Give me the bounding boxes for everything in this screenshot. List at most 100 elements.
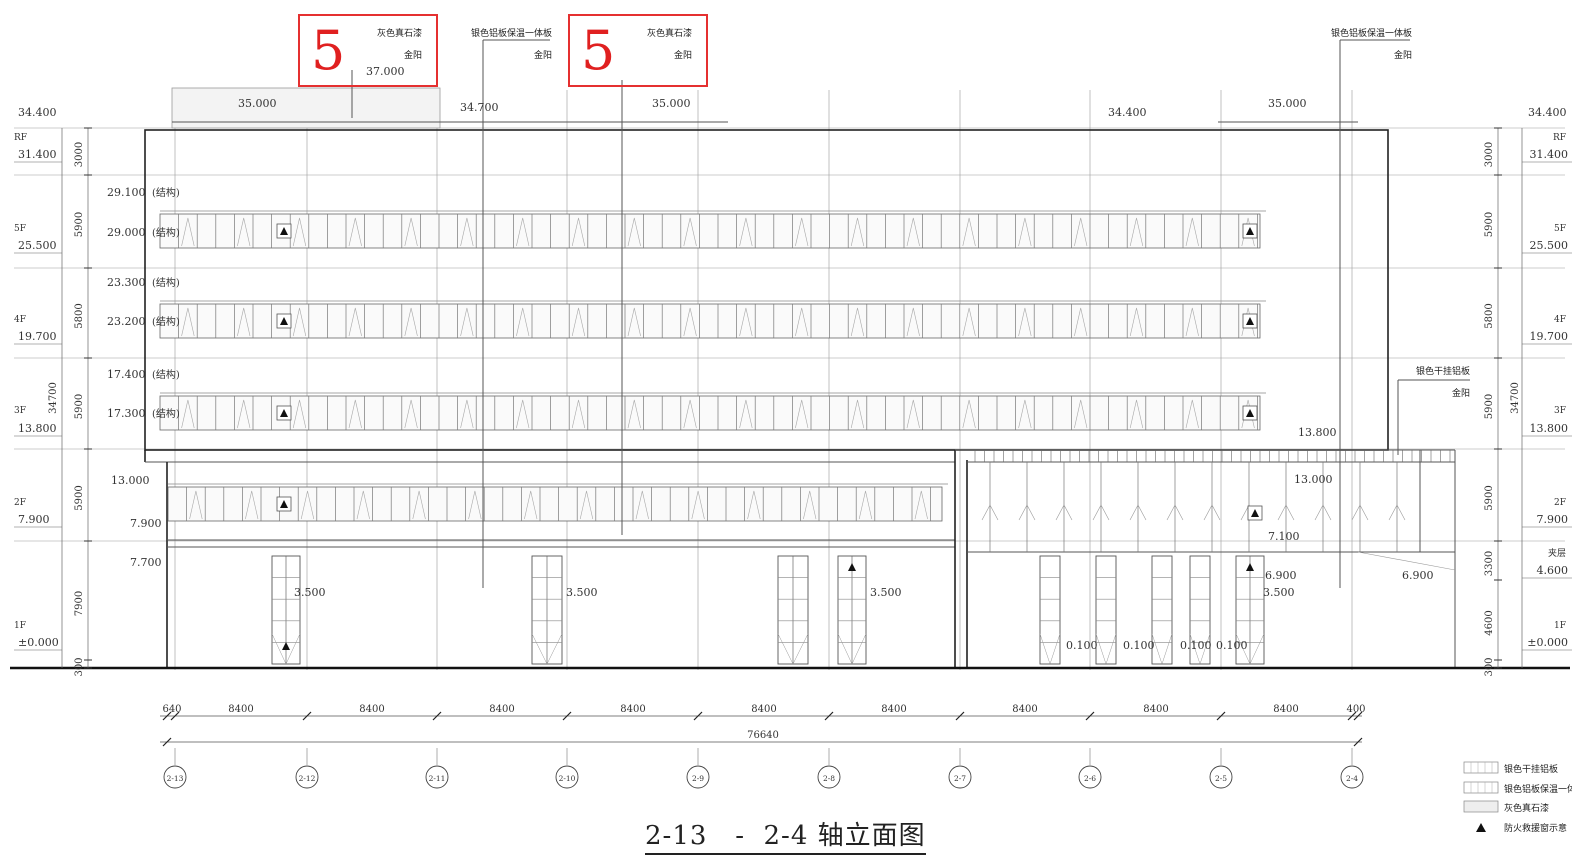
bottom-dim: 8400: [881, 704, 906, 715]
bottom-dim: 8400: [489, 704, 514, 715]
right-vertical-dim: 5900: [1484, 394, 1495, 419]
legend-label: 银色干挂铝板: [1504, 763, 1558, 775]
left-vertical-dim: 3000: [74, 142, 85, 167]
elev-7100: 7.100: [1268, 530, 1300, 543]
struct-tags: (结构) (结构) (结构) (结构) (结构) (结构): [152, 186, 180, 420]
axis-label: 2-7: [954, 774, 966, 783]
entrance-door: [837, 555, 867, 665]
elev-34400-mid: 34.400: [1108, 106, 1147, 119]
right-level-value: 31.400: [1530, 148, 1569, 161]
axis-bubble: [1209, 765, 1233, 789]
building-outline: [144, 129, 1456, 668]
fire-rescue-marker-icon: [1246, 409, 1254, 417]
right-floor-label: 3F: [1554, 406, 1566, 416]
axis-label: 2-6: [1084, 774, 1096, 783]
entrance-door: [1235, 555, 1265, 665]
left-level-value: 13.800: [18, 422, 57, 435]
entrance-door: [1189, 555, 1211, 665]
entrance-door: [531, 555, 563, 665]
entrance-door: [1151, 555, 1173, 665]
left-vertical-dim: 5900: [74, 394, 85, 419]
elev-35000-c: 35.000: [1268, 97, 1307, 110]
elev-13800-right: 13.800: [1298, 426, 1337, 439]
struct-tag-4: (结构): [152, 315, 180, 328]
axis-label: 2-5: [1215, 774, 1227, 783]
left-floor-label: 4F: [14, 315, 26, 325]
top-note-2-line1: 银色铝板保温一体板: [1330, 29, 1412, 39]
axis-bubble: [163, 765, 187, 789]
right-vertical-dim: 300: [1484, 657, 1495, 676]
left-floor-label: 3F: [14, 406, 26, 416]
struct-tag-1: (结构): [152, 186, 180, 199]
right-level-value: 19.700: [1530, 330, 1569, 343]
callout-number-1: 5: [311, 19, 346, 82]
fire-rescue-marker-icon: [1246, 227, 1254, 235]
elev-13000: 13.000: [111, 474, 150, 487]
entrance-door: [1039, 555, 1061, 665]
left-level-value: ±0.000: [18, 636, 59, 649]
callout-box-2: [568, 14, 708, 87]
fire-rescue-marker-icon: [1251, 509, 1259, 517]
bottom-dim: 8400: [228, 704, 253, 715]
top-note-3-line2: 金阳: [1451, 389, 1470, 399]
top-note-3-line1: 银色干挂铝板: [1415, 367, 1470, 377]
axis-label: 2-12: [299, 774, 316, 783]
drawing-title: 2-13 - 2-4 轴立面图: [645, 815, 926, 855]
elev-3500-a: 3.500: [294, 586, 326, 599]
axis-label: 2-13: [167, 774, 184, 783]
entrance-door: [271, 555, 301, 665]
axis-bubble: [686, 765, 710, 789]
elev-29100: 29.100: [107, 186, 146, 199]
bottom-dim: 8400: [1012, 704, 1037, 715]
fire-rescue-marker-icon: [280, 227, 288, 235]
axis-bubble: [1078, 765, 1102, 789]
elev-6900-a: 6.900: [1265, 569, 1297, 582]
bottom-dim: 8400: [1273, 704, 1298, 715]
left-vertical-dim: 5900: [74, 212, 85, 237]
callout-material-2: 灰色真石漆: [646, 29, 692, 39]
callout-number-2: 5: [581, 19, 616, 82]
elev-34400-right: 34.400: [1528, 106, 1567, 119]
callout-finish-2: 金阳: [673, 51, 692, 61]
fire-rescue-marker-icon: [280, 317, 288, 325]
elevation-labels: 34.400 35.000 37.000 34.700 35.000 34.40…: [18, 65, 1567, 652]
right-level-value: 7.900: [1537, 513, 1569, 526]
right-floor-label: 2F: [1554, 498, 1566, 508]
axis-label: 2-9: [692, 774, 704, 783]
leader-lines: [351, 39, 1470, 588]
right-floor-label: 4F: [1554, 315, 1566, 325]
right-vertical-dim: 4600: [1484, 610, 1495, 635]
elev-3500-c: 3.500: [870, 586, 902, 599]
right-vertical-dim: 5900: [1484, 485, 1495, 510]
left-vertical-dim: 300: [74, 657, 85, 676]
callout-box-1: [298, 14, 438, 87]
left-level-value: 7.900: [18, 513, 50, 526]
callout-finish-1: 金阳: [403, 51, 422, 61]
legend-label: 灰色真石漆: [1504, 802, 1549, 814]
window-band: [159, 210, 1266, 249]
axis-label: 2-8: [823, 774, 835, 783]
elev-17400: 17.400: [107, 368, 146, 381]
elev-29000: 29.000: [107, 226, 146, 239]
elev-34400-left: 34.400: [18, 106, 57, 119]
right-level-value: 13.800: [1530, 422, 1569, 435]
elev-35000-b: 35.000: [652, 97, 691, 110]
elev-0100-c: 0.100: [1180, 639, 1212, 652]
fire-rescue-marker-icon: [280, 500, 288, 508]
left-level-value: 25.500: [18, 239, 57, 252]
bottom-total-dim: 76640: [747, 730, 779, 741]
top-note-1-line2: 金阳: [533, 51, 552, 61]
entrance-door: [1095, 555, 1117, 665]
legend-label: 银色铝板保温一体板: [1504, 783, 1572, 795]
roof-parapet: [171, 87, 1358, 129]
elev-37000: 37.000: [366, 65, 405, 78]
legend-label: 防火救援窗示意: [1504, 822, 1567, 834]
right-vertical-dim: 5900: [1484, 212, 1495, 237]
fire-rescue-marker-icon: [1246, 317, 1254, 325]
legend: 银色干挂铝板银色铝板保温一体板灰色真石漆防火救援窗示意: [1463, 761, 1572, 834]
right-floor-label: 1F: [1554, 621, 1566, 631]
fire-rescue-legend-icon: [1476, 823, 1486, 832]
axis-bubble: [295, 765, 319, 789]
legend-swatch: [1463, 761, 1499, 774]
